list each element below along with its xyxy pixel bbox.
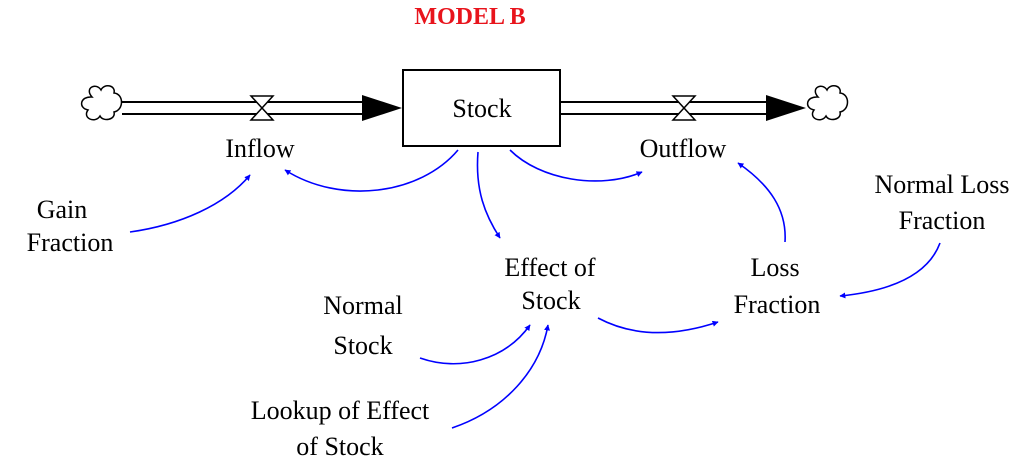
gain-fraction-label-1[interactable]: Gain — [37, 195, 88, 224]
stock-label: Stock — [452, 94, 511, 123]
normal-loss-fraction-label-2[interactable]: Fraction — [899, 206, 986, 235]
lookup-effect-label-1[interactable]: Lookup of Effect — [251, 396, 430, 425]
inflow-valve-icon — [249, 95, 275, 121]
normal-loss-fraction-label-1[interactable]: Normal Loss — [874, 170, 1009, 199]
link-normal-stock-to-effect — [419, 324, 531, 365]
lookup-effect-label-2[interactable]: of Stock — [296, 432, 383, 461]
diagram-title: MODEL B — [414, 4, 525, 30]
link-stock-to-outflow — [509, 149, 643, 182]
gain-fraction-label-2[interactable]: Fraction — [27, 228, 114, 257]
link-stock-to-effect — [476, 151, 501, 239]
outflow-label[interactable]: Outflow — [640, 134, 727, 163]
link-stock-to-inflow — [284, 149, 459, 192]
sink-cloud-icon — [806, 85, 849, 121]
source-cloud-icon — [80, 85, 123, 121]
inflow-pipe — [122, 95, 402, 121]
effect-of-stock-label-2[interactable]: Stock — [521, 286, 580, 315]
outflow-pipe — [561, 95, 806, 121]
loss-fraction-label-2[interactable]: Fraction — [734, 290, 821, 319]
effect-of-stock-label-1[interactable]: Effect of — [504, 253, 596, 282]
normal-stock-label-1[interactable]: Normal — [323, 291, 402, 320]
link-lookup-to-effect — [451, 324, 551, 429]
inflow-label[interactable]: Inflow — [225, 134, 295, 163]
link-effect-to-loss — [597, 317, 719, 334]
outflow-valve-icon — [671, 95, 697, 121]
normal-stock-label-2[interactable]: Stock — [333, 331, 392, 360]
link-normal-loss-to-loss — [839, 242, 941, 299]
link-gain-to-inflow — [129, 174, 251, 233]
stock-box[interactable] — [402, 69, 561, 147]
loss-fraction-label-1[interactable]: Loss — [750, 253, 799, 282]
link-loss-to-outflow — [737, 162, 786, 243]
